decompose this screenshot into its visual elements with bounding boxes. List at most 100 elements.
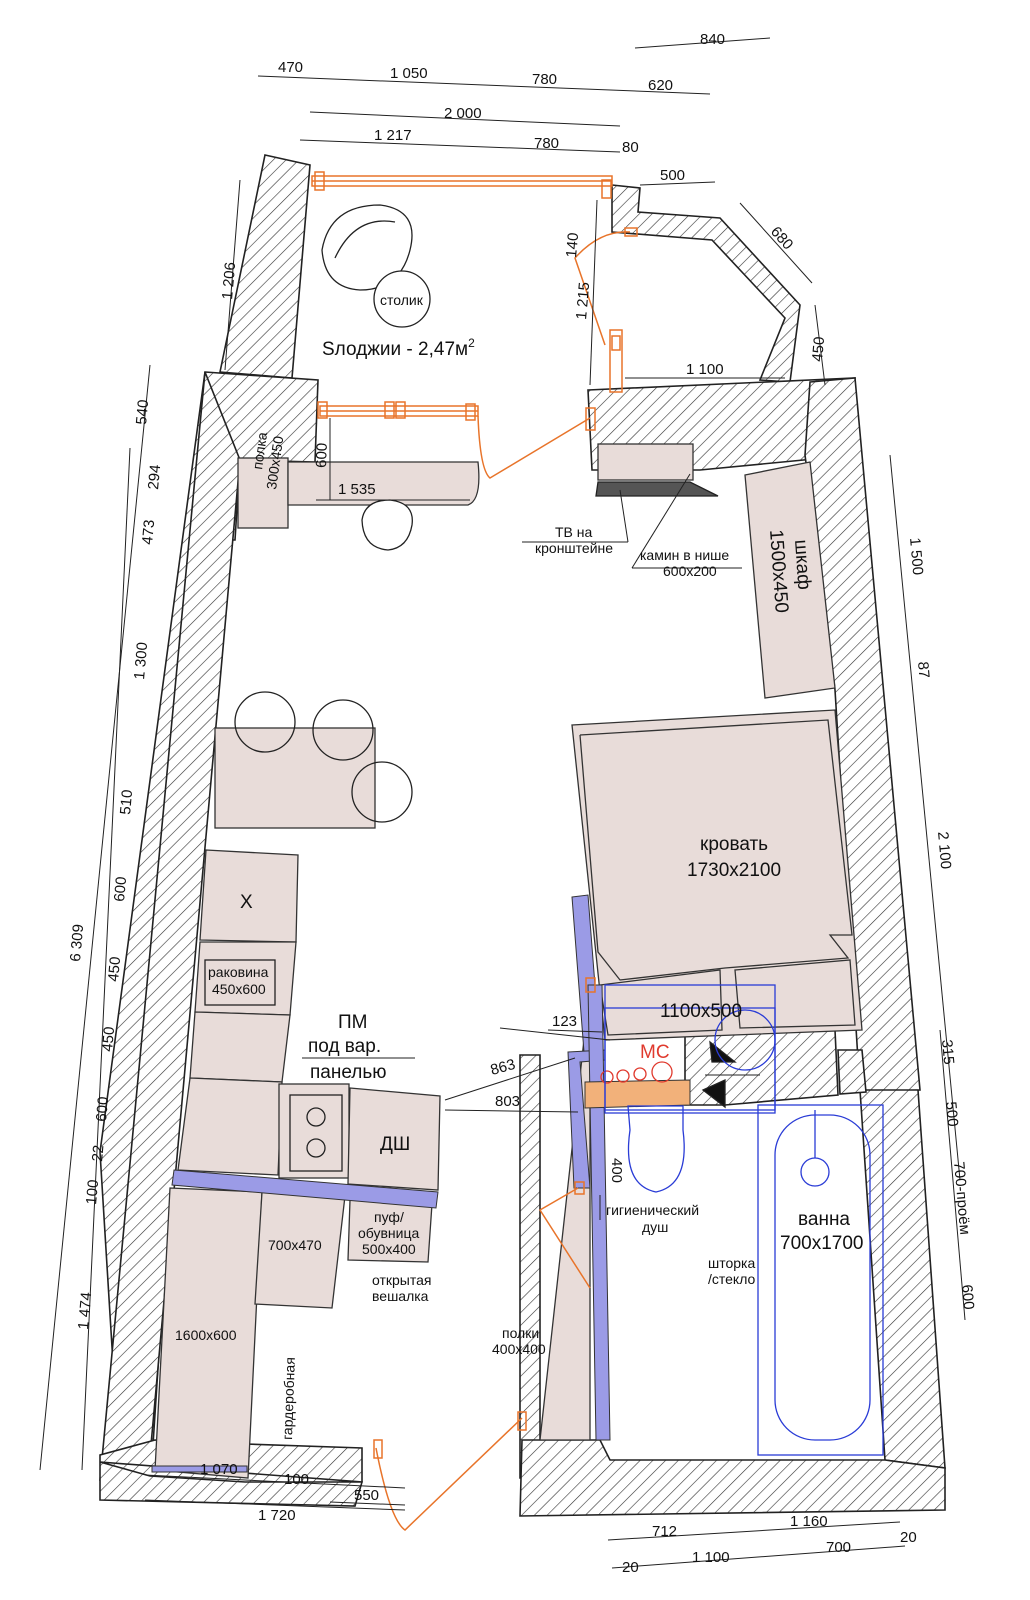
dim-1100-bot: 1 100 — [692, 1549, 730, 1566]
dim-1160: 1 160 — [790, 1513, 828, 1530]
dim-473: 473 — [139, 519, 158, 545]
dim-2100: 2 100 — [934, 831, 954, 870]
dim-2000: 2 000 — [444, 105, 482, 122]
dim-620: 620 — [648, 77, 673, 94]
hob — [289, 1094, 343, 1172]
dim-80: 80 — [622, 139, 639, 156]
label-shelf-2: 300х450 — [263, 435, 286, 491]
hob-cabinet — [278, 1083, 350, 1179]
dim-500-right: 500 — [942, 1101, 961, 1127]
dim-20b: 20 — [900, 1529, 917, 1546]
label-curtain-1: шторка — [708, 1255, 755, 1271]
dim-470: 470 — [278, 59, 303, 76]
label-sink-1: раковина — [208, 964, 269, 980]
label-dressing: гардеробная — [279, 1357, 298, 1440]
dim-712: 712 — [652, 1523, 677, 1540]
bath-shelf-brown — [584, 1079, 691, 1109]
dim-450a: 450 — [105, 956, 124, 982]
dining-chair-3 — [351, 761, 413, 823]
dining-chair-1 — [234, 691, 296, 753]
dim-1720: 1 720 — [258, 1507, 296, 1524]
tv-bracket — [595, 481, 719, 497]
dim-1206: 1 206 — [219, 261, 239, 300]
label-dishwasher-3: панелью — [310, 1062, 387, 1083]
label-tv-1: ТВ на — [555, 524, 593, 540]
label-pouf-3: 500х400 — [362, 1241, 416, 1257]
wardrobe — [744, 461, 836, 699]
bottom-right-wall-base — [519, 1439, 946, 1517]
dim-6309: 6 309 — [67, 923, 87, 962]
kitchen-cabinet-low — [177, 1077, 283, 1176]
label-hanger-2: вешалка — [372, 1288, 429, 1304]
dim-803: 803 — [495, 1093, 520, 1110]
dim-20a: 20 — [622, 1559, 639, 1576]
dim-780b: 780 — [534, 135, 559, 152]
walls — [99, 154, 946, 1517]
label-pouf-1: пуф/ — [374, 1209, 404, 1225]
dim-500-top: 500 — [660, 167, 685, 184]
dishwasher-cabinet — [347, 1087, 441, 1191]
label-wardrobe-1: шкаф — [790, 539, 814, 591]
label-cab-1600x600: 1600х600 — [175, 1327, 237, 1343]
partition-top — [171, 1169, 439, 1209]
dim-1500-right: 1 500 — [906, 537, 926, 576]
dim-1217: 1 217 — [374, 127, 412, 144]
dim-680: 680 — [767, 223, 796, 253]
label-washer-size: 1100х500 — [660, 1001, 742, 1022]
bathtub — [757, 1104, 884, 1456]
label-dishwasher-2: под вар. — [308, 1036, 381, 1057]
dim-100: 100 — [83, 1179, 102, 1205]
dim-294: 294 — [145, 464, 164, 490]
dimension-lines — [39, 37, 966, 1569]
label-curtain-2: /стекло — [708, 1271, 756, 1287]
dining-chair-2 — [312, 699, 374, 761]
dim-450b: 450 — [99, 1026, 118, 1052]
label-cab-700x470: 700х470 — [268, 1237, 322, 1253]
armchair — [321, 204, 413, 291]
right-lower-wall — [859, 1089, 946, 1469]
dim-1535: 1 535 — [338, 481, 376, 498]
dim-1215: 1 215 — [573, 281, 593, 320]
label-shelf-1: полка — [249, 431, 270, 471]
dim-600a: 600 — [111, 876, 130, 902]
dim-700-opening: 700-проём — [950, 1161, 973, 1236]
dim-87: 87 — [914, 661, 932, 679]
dim-550: 550 — [354, 1487, 379, 1504]
fixtures — [204, 204, 884, 1456]
dim-1070: 1 070 — [200, 1461, 238, 1478]
label-dishwasher-1: ПМ — [338, 1012, 367, 1033]
dim-400: 400 — [608, 1158, 625, 1183]
dim-1474: 1 474 — [75, 1291, 95, 1330]
dim-450-loggia: 450 — [809, 336, 828, 362]
label-pouf-2: обувница — [358, 1225, 420, 1241]
dim-123: 123 — [552, 1013, 577, 1030]
desk — [287, 461, 480, 506]
fireplace-niche — [597, 443, 694, 481]
label-sink-2: 450х600 — [212, 981, 266, 997]
dim-600b: 600 — [93, 1096, 112, 1122]
label-table: столик — [380, 292, 424, 308]
label-mc: МС — [640, 1042, 670, 1063]
dim-510: 510 — [117, 789, 136, 815]
label-shelves-1: полки — [502, 1325, 539, 1341]
bath-top-wall — [837, 1049, 867, 1095]
label-bath-2: 700х1700 — [780, 1233, 863, 1254]
dim-700-bot: 700 — [826, 1539, 851, 1556]
dim-540: 540 — [133, 399, 152, 425]
dim-863: 863 — [489, 1056, 518, 1079]
label-hanger-1: открытая — [372, 1272, 432, 1288]
label-hygiene-2: душ — [642, 1219, 668, 1235]
dim-1100-loggia: 1 100 — [686, 361, 724, 378]
label-shelves-2: 400х400 — [492, 1341, 546, 1357]
label-loggia-area: Sлоджии - 2,47м2 — [322, 336, 475, 360]
label-fireplace-2: 600х200 — [663, 563, 717, 579]
dining-table — [214, 727, 376, 829]
dimension-text: 840 470 1 050 780 620 2 000 1 217 780 80… — [67, 31, 977, 1576]
dim-100-bot: 100 — [284, 1471, 309, 1488]
dim-840: 840 — [700, 31, 725, 48]
furniture — [154, 443, 863, 1479]
toilet — [627, 1105, 685, 1193]
dim-1300: 1 300 — [131, 641, 151, 680]
coffee-table-icon — [373, 270, 431, 328]
